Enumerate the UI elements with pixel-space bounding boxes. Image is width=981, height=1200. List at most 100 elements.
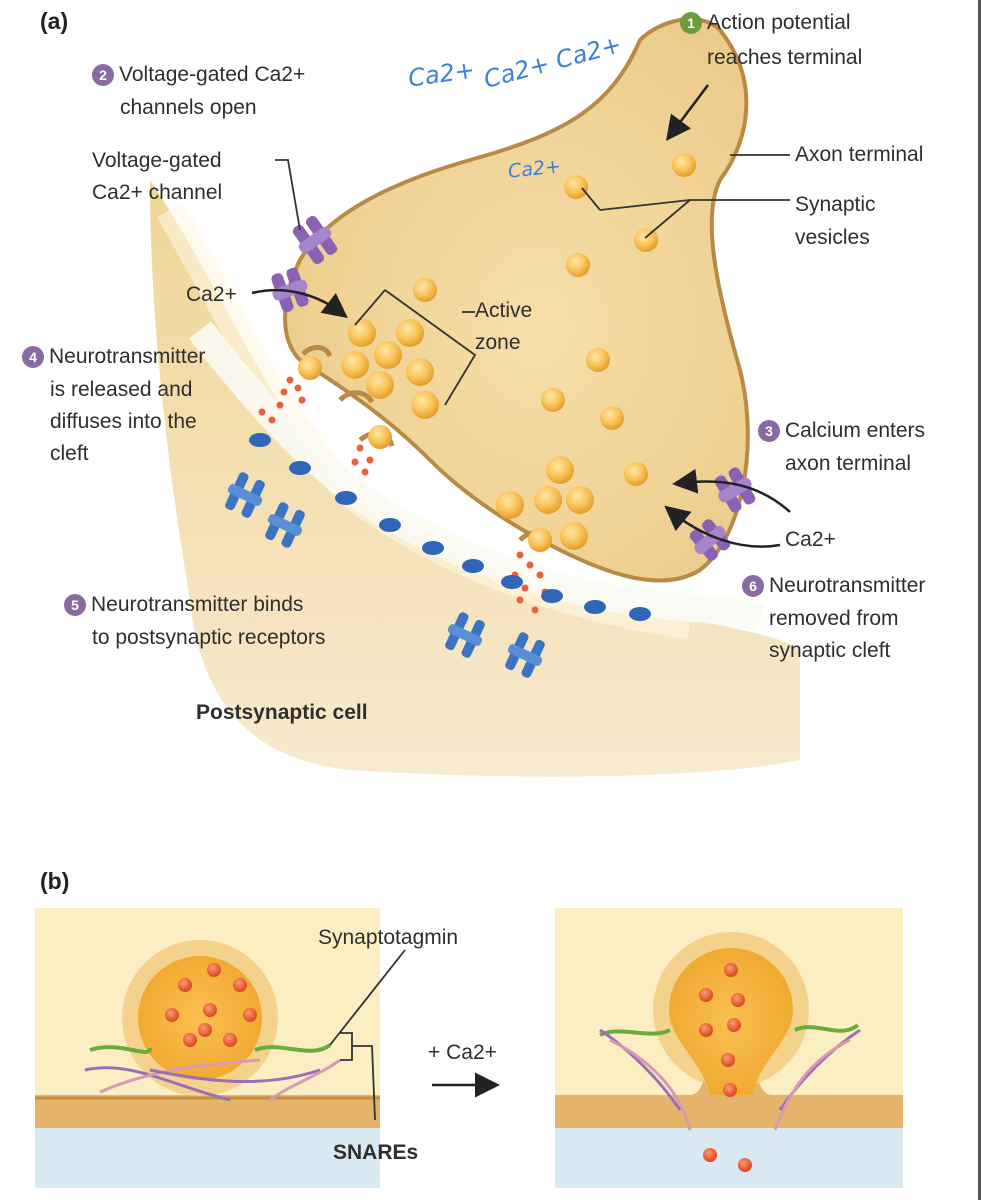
neurotransmitter-dot xyxy=(516,551,524,559)
neurotransmitter-dot xyxy=(738,1158,752,1172)
neurotransmitter-dot xyxy=(723,1083,737,1097)
ligand-gated-receptor xyxy=(225,472,265,518)
receptor-site xyxy=(501,575,523,589)
vesicle xyxy=(496,491,524,519)
step-5-label: 5 Neurotransmitter binds xyxy=(64,592,303,617)
neurotransmitter-dot xyxy=(276,401,284,409)
vesicle xyxy=(586,348,610,372)
neurotransmitter-dot xyxy=(233,978,247,992)
neurotransmitter-dot xyxy=(183,1033,197,1047)
synaptic-cleft xyxy=(188,321,765,632)
neurotransmitter-dot xyxy=(294,384,302,392)
receptor-site xyxy=(541,589,563,603)
arrows xyxy=(251,84,791,1098)
vesicle xyxy=(534,486,562,514)
receptor-site xyxy=(289,461,311,475)
ca-right-label: Ca2+ xyxy=(785,528,836,551)
vg-channel-line-1: Voltage-gated xyxy=(92,149,222,172)
vesicle xyxy=(541,388,565,412)
step-4-line-2: is released and xyxy=(50,378,193,401)
step-4-line-1: Neurotransmitter xyxy=(49,345,206,368)
snares-label: SNAREs xyxy=(333,1141,419,1164)
ligand-gated-receptor xyxy=(265,502,305,548)
neurotransmitter-dot xyxy=(361,468,369,476)
ligand-gated-receptor xyxy=(505,632,545,678)
neurotransmitter-dot xyxy=(516,596,524,604)
step-4-badge: 4 xyxy=(22,345,44,368)
neurotransmitter-dot xyxy=(731,993,745,1007)
receptor-site xyxy=(584,600,606,614)
vesicle xyxy=(374,341,402,369)
ligand-gated-receptor xyxy=(445,612,485,658)
vesicle xyxy=(406,358,434,386)
right-edge-bar xyxy=(978,0,981,1200)
neurotransmitter-dot xyxy=(258,408,266,416)
voltage-gated-channel-top xyxy=(292,215,338,265)
neurotransmitter-dot xyxy=(356,444,364,452)
step-3-line-1: Calcium enters xyxy=(785,419,926,442)
neurotransmitter-dot xyxy=(280,388,288,396)
postsynaptic-cell-label: Postsynaptic cell xyxy=(196,701,368,724)
synaptic-vesicles xyxy=(298,153,696,552)
vesicle xyxy=(566,486,594,514)
receptor-site xyxy=(462,559,484,573)
neurotransmitter-dot xyxy=(703,1148,717,1162)
vesicle xyxy=(341,351,369,379)
step-5-line-2: to postsynaptic receptors xyxy=(92,626,326,649)
step-3-line-2: axon terminal xyxy=(785,452,912,475)
vesicle xyxy=(298,356,322,380)
step-2-badge: 2 xyxy=(92,63,114,86)
receptor-site xyxy=(629,607,651,621)
ca-left-label: Ca2+ xyxy=(186,283,237,306)
receptor-site xyxy=(422,541,444,555)
neurotransmitter-dot xyxy=(536,571,544,579)
vesicle xyxy=(413,278,437,302)
neurotransmitter-dot xyxy=(198,1023,212,1037)
vesicle xyxy=(566,253,590,277)
leader-lines xyxy=(275,154,790,406)
neurotransmitter-dot xyxy=(531,606,539,614)
neurotransmitter-dot xyxy=(351,458,359,466)
step-2-label: 2 Voltage-gated Ca2+ xyxy=(92,62,305,87)
vesicle xyxy=(411,391,439,419)
neurotransmitter-dot xyxy=(298,396,306,404)
step-6-label: 6 Neurotransmitter xyxy=(742,573,925,598)
vesicle xyxy=(560,522,588,550)
receptor-site xyxy=(249,433,271,447)
neurotransmitter-dot xyxy=(243,1008,257,1022)
neurotransmitter-dot xyxy=(727,1018,741,1032)
neurotransmitter-dot xyxy=(286,376,294,384)
panel-b-before-nt-dots xyxy=(165,963,257,1047)
vesicle xyxy=(368,425,392,449)
active-zone-line-2: zone xyxy=(475,331,521,354)
voltage-gated-channel-right-lower xyxy=(689,519,731,561)
neurotransmitter-dot xyxy=(699,988,713,1002)
synaptotagmin-label: Synaptotagmin xyxy=(318,926,459,949)
neurotransmitter-dot xyxy=(223,1033,237,1047)
vesicle xyxy=(564,175,588,199)
synaptic-vesicles-line-1: Synaptic xyxy=(795,193,876,216)
vesicle xyxy=(634,228,658,252)
neurotransmitter-dot xyxy=(268,416,276,424)
neurotransmitter-dot xyxy=(699,1023,713,1037)
panel-label-a: (a) xyxy=(40,8,69,34)
step-2-line-1: Voltage-gated Ca2+ xyxy=(119,63,306,86)
step-6-badge: 6 xyxy=(742,574,764,597)
step-1-badge: 1 xyxy=(680,11,702,34)
step-5-badge: 5 xyxy=(64,593,86,616)
step-1-label: 1 Action potential xyxy=(680,10,851,35)
neurotransmitter-dot xyxy=(724,963,738,977)
step-6-line-2: removed from xyxy=(769,607,899,630)
vesicle xyxy=(348,319,376,347)
neurotransmitter-dot xyxy=(521,584,529,592)
panel-label-b: (b) xyxy=(40,868,70,894)
plus-ca-label: + Ca2+ xyxy=(428,1041,497,1064)
vesicle xyxy=(528,528,552,552)
step-3-label: 3 Calcium enters xyxy=(758,418,925,443)
step-4-label: 4 Neurotransmitter xyxy=(22,344,205,369)
neurotransmitter-dot xyxy=(207,963,221,977)
neurotransmitter-dot xyxy=(721,1053,735,1067)
step-1-line-1: Action potential xyxy=(707,11,851,34)
